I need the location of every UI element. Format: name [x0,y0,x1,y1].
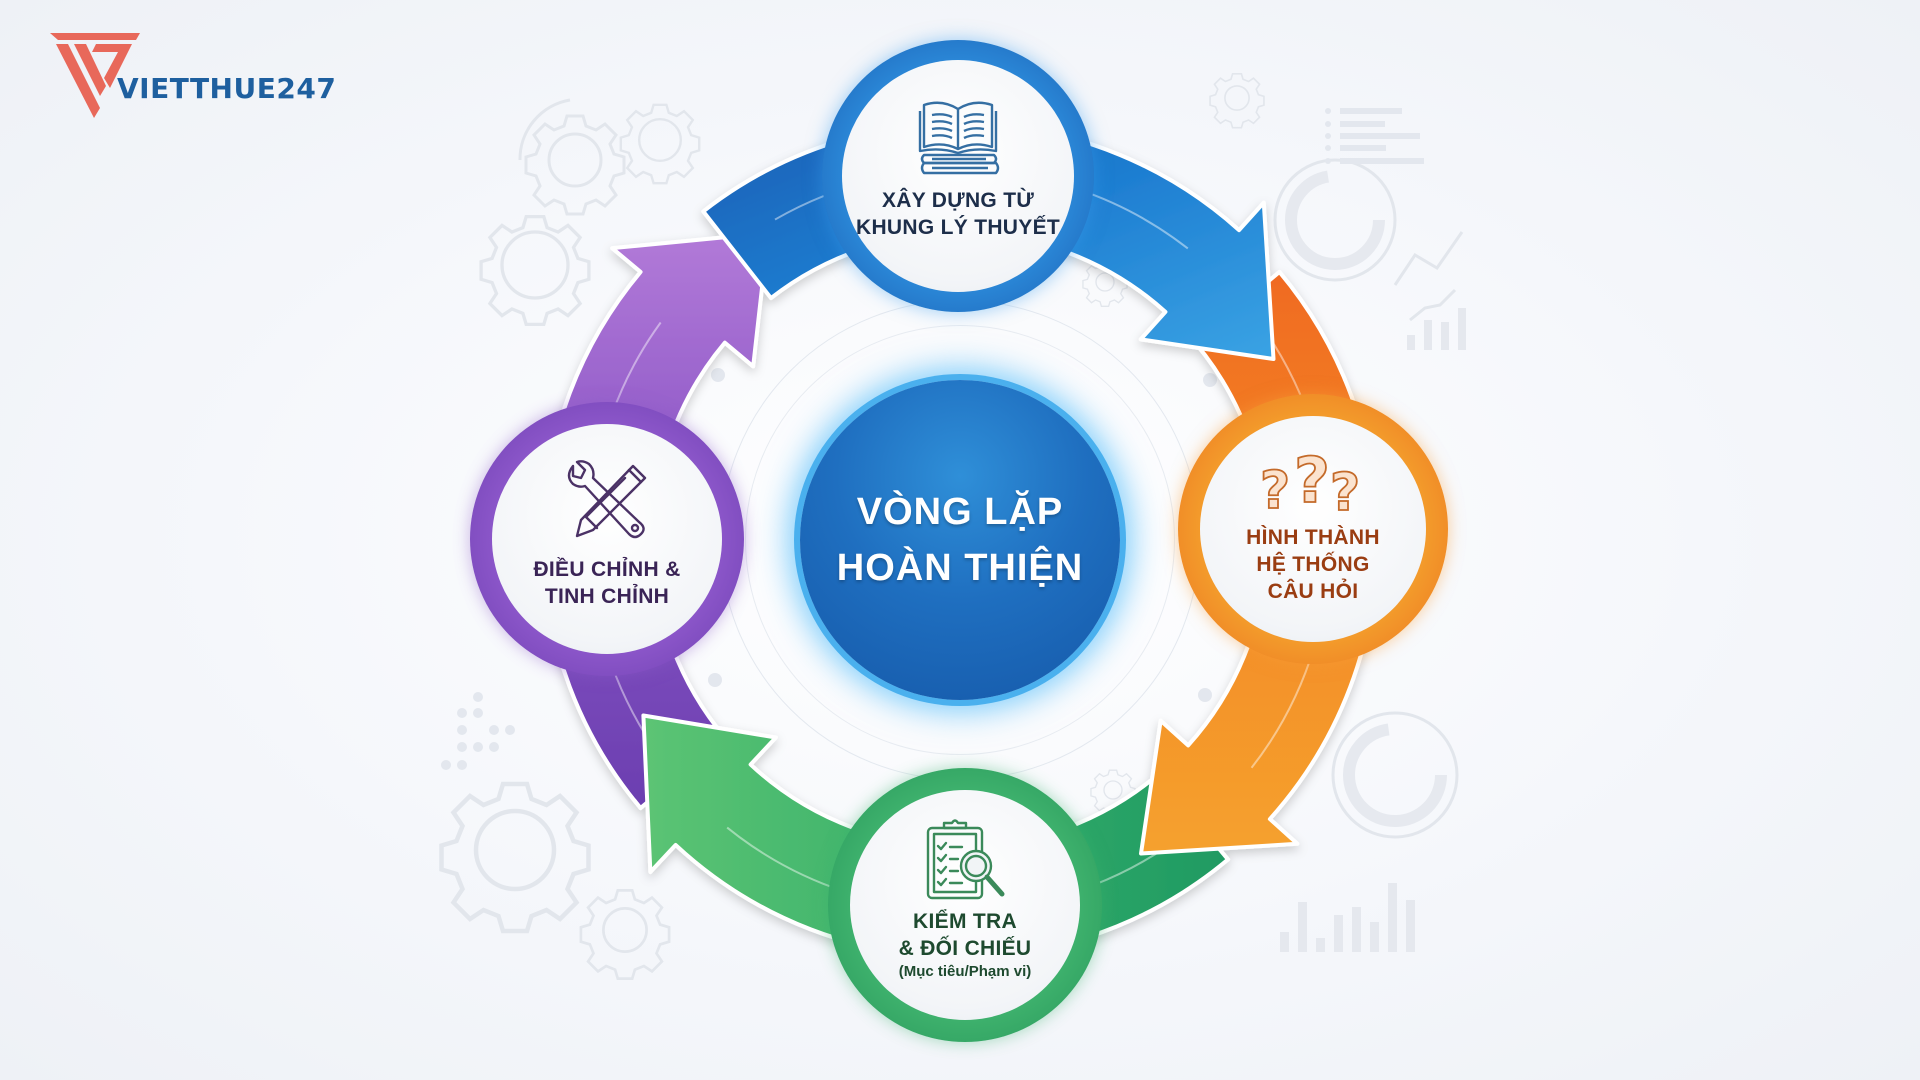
step-label: ĐIỀU CHỈNH & [533,558,681,581]
list-lines-icon [1325,108,1424,164]
step-sublabel: (Mục tiêu/Phạm vi) [898,963,1032,980]
center-title-line1: VÒNG LẶP [856,491,1064,533]
gear-icon [619,103,701,185]
brand-name: VIETTHUE247 [117,72,337,105]
step-node-check: KIỂM TRA & ĐỐI CHIẾU (Mục tiêu/Phạm vi) [828,768,1102,1042]
step-label: & ĐỐI CHIẾU [898,937,1032,960]
gear-icon [579,889,671,980]
step-label: KHUNG LÝ THUYẾT [856,216,1060,239]
clipboard-magnifier-icon [926,819,1005,900]
center-title-line2: HOÀN THIỆN [836,547,1084,589]
step-node-theory: XÂY DỰNG TỪ KHUNG LÝ THUYẾT [822,40,1094,312]
donut-chart-icon [1273,158,1397,282]
step-label: HỆ THỐNG [1256,552,1370,576]
svg-text:?: ? [1260,461,1290,518]
bar-chart-icon [1280,883,1415,952]
step-label: KIỂM TRA [913,910,1017,933]
wrench-pencil-icon [567,460,647,539]
gear-icon [439,781,591,934]
line-chart-icon [1393,231,1464,286]
book-stack-icon [918,101,1000,175]
step-node-questions: ? ? ? HÌNH THÀNH HỆ THỐNG CÂU HỎI [1178,394,1448,664]
step-label: TINH CHỈNH [544,585,670,608]
brand-logo-mark [50,33,140,118]
bar-chart-icon [1407,308,1466,350]
dots-pattern-icon [441,368,1217,770]
gear-icon [1209,72,1265,129]
decorative-ring [745,325,1175,755]
gear-icon [479,214,591,327]
cycle-arrow-icon [518,98,571,161]
triangle-v-logo-icon [50,33,140,118]
svg-text:?: ? [1330,463,1360,518]
step-node-adjust: ĐIỀU CHỈNH & TINH CHỈNH [470,402,744,676]
donut-chart-icon [1331,711,1459,839]
step-label: XÂY DỰNG TỪ [881,189,1035,212]
gear-icon [524,114,626,216]
svg-text:?: ? [1294,446,1330,517]
question-marks-icon: ? ? ? [1259,446,1361,518]
step-label: CÂU HỎI [1267,579,1359,603]
step-label: HÌNH THÀNH [1246,525,1380,549]
center-hub: VÒNG LẶP HOÀN THIỆN [800,380,1120,700]
